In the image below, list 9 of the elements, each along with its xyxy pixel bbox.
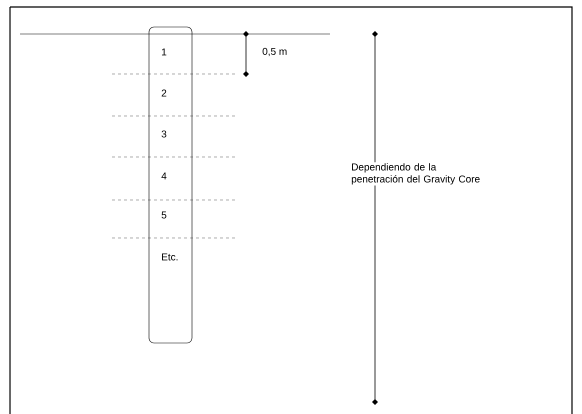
section-number: 2 (162, 90, 166, 96)
dimension-label: Dependiendo de la penetración del Gravity Core (350, 162, 482, 186)
core-tube (148, 26, 192, 344)
dimension-label: 0,5 m (262, 48, 287, 56)
section-number: 3 (162, 130, 166, 138)
section-number: Etc. (162, 254, 178, 260)
section-number: 1 (162, 48, 166, 56)
section-number: 4 (161, 172, 166, 180)
section-number: 5 (162, 212, 166, 218)
